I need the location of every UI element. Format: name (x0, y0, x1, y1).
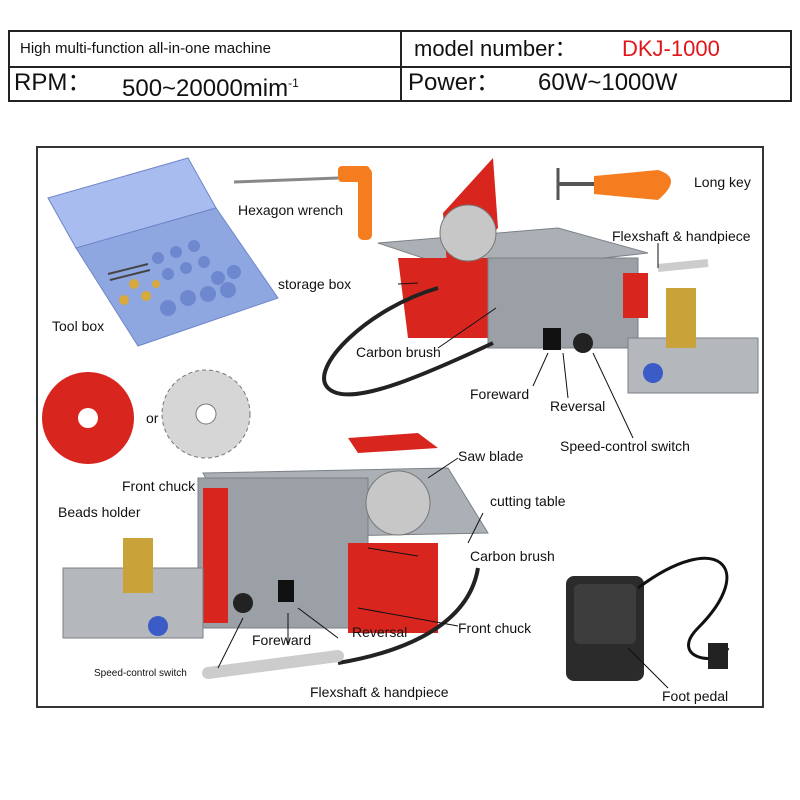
speed-switch-label-bottom: Speed-control switch (94, 668, 187, 679)
foot-pedal-label: Foot pedal (662, 688, 729, 704)
hexagon-wrench-image (233, 166, 372, 240)
or-label: or (146, 410, 159, 426)
saw-blade-label: Saw blade (458, 448, 524, 464)
model-number-key: model number： (414, 36, 577, 61)
reversal-label-bottom: Reversal (352, 624, 408, 640)
long-key-label: Long key (694, 174, 751, 190)
spec-divider (400, 32, 402, 100)
blades-image (42, 369, 251, 464)
carbon-brush-label-top: Carbon brush (356, 344, 441, 360)
rpm-exponent: -1 (288, 76, 299, 90)
tool-box-image (47, 157, 279, 347)
power-key: Power： (408, 69, 501, 96)
model-number-value: DKJ-1000 (622, 36, 720, 61)
foreward-label-top: Foreward (470, 386, 530, 402)
reversal-label-top: Reversal (550, 398, 606, 414)
product-figure: Hexagon wrench Long key Tool box storage… (36, 146, 764, 708)
front-chuck-label-bottom: Front chuck (458, 620, 532, 636)
rpm-value-text: 500~20000mim (122, 75, 289, 102)
flexshaft-label-bottom: Flexshaft & handpiece (310, 684, 449, 700)
rpm-value: 500~20000mim-1 (122, 66, 299, 102)
long-key-image (556, 168, 671, 200)
foreward-label-bottom: Foreward (252, 632, 312, 648)
spec-table: High multi-function all-in-one machine m… (8, 30, 792, 102)
bottom-machine-image (62, 433, 489, 679)
carbon-brush-label-bottom: Carbon brush (470, 548, 555, 564)
beads-holder-label: Beads holder (58, 504, 141, 520)
storage-box-label: storage box (278, 276, 352, 292)
flexshaft-label-top: Flexshaft & handpiece (612, 228, 751, 244)
function-label: High multi-function all-in-one machine (20, 40, 271, 57)
cutting-table-label: cutting table (490, 493, 566, 509)
top-machine-image (322, 158, 759, 397)
power-value: 60W~1000W (538, 69, 678, 96)
speed-switch-label-top: Speed-control switch (560, 438, 690, 454)
leader-lines (217, 243, 669, 689)
foot-pedal-image (566, 556, 730, 681)
product-illustration (42, 157, 759, 689)
front-chuck-label-top: Front chuck (122, 478, 196, 494)
rpm-key: RPM： (14, 69, 92, 96)
spec-row-2: RPM： 500~20000mim-1 Power： 60W~1000W (10, 66, 790, 102)
tool-box-label: Tool box (52, 318, 105, 334)
hexagon-wrench-label: Hexagon wrench (238, 202, 344, 218)
